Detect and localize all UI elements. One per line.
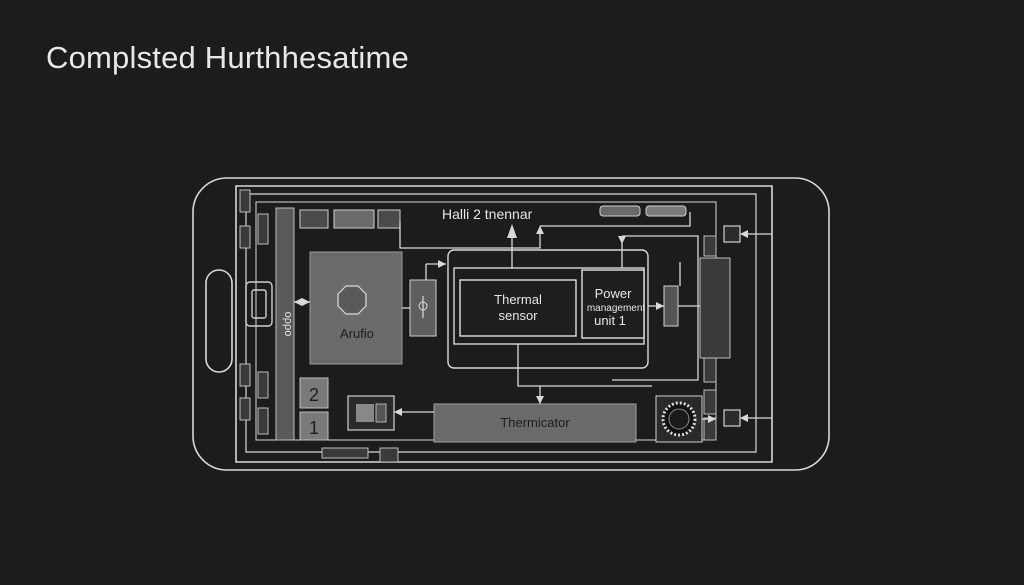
slot-2-label: 2 <box>309 385 319 405</box>
thermicator-label: Thermicator <box>500 415 570 430</box>
pmu-block <box>581 269 645 339</box>
right-port-top <box>723 225 741 243</box>
right-connector <box>663 285 679 327</box>
thermicator-block <box>433 403 637 443</box>
pmu-label-1: Power <box>595 286 633 301</box>
slot-1-block <box>299 411 329 441</box>
slot-2-block <box>299 377 329 409</box>
diagram-heading: Halli 2 tnennar <box>442 206 533 222</box>
arufio-label: Arufio <box>340 326 374 341</box>
board-frame <box>235 185 773 463</box>
thermal-sensor-label-1: Thermal <box>494 292 542 307</box>
sensor-enclosure <box>447 249 649 369</box>
side-button <box>205 269 233 373</box>
phone-outline <box>192 177 830 471</box>
left-strip <box>275 207 295 441</box>
arufio-chip-icon <box>337 285 367 315</box>
slot-1-label: 1 <box>309 418 319 438</box>
page-title: Complsted Hurthhesatime <box>46 40 409 75</box>
right-port-bottom <box>723 409 741 427</box>
left-port <box>245 281 273 327</box>
thermal-sensor-block <box>459 279 577 337</box>
thermal-sensor-label-2: sensor <box>498 308 538 323</box>
vertical-label: oρρo <box>282 312 294 337</box>
pmu-label-2: management <box>587 303 646 314</box>
pmu-label-3: unit 1 <box>594 313 626 328</box>
